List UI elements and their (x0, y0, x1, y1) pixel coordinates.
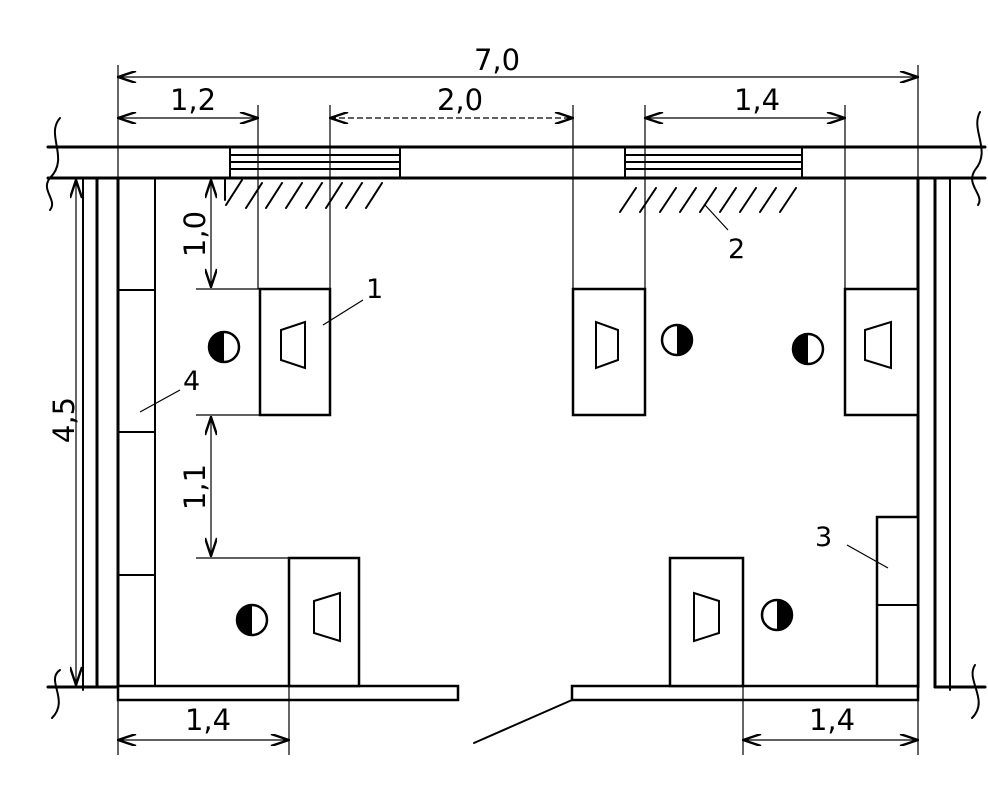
monitor-icon (313, 591, 341, 643)
window-right (623, 145, 804, 180)
dimension-label: 4,5 (47, 397, 81, 443)
monitor-icon (693, 591, 720, 643)
dimension-label: 1,1 (178, 464, 212, 510)
callout-label: 2 (728, 234, 745, 265)
right-wall (916, 176, 987, 719)
wall-cabinet-left (117, 177, 156, 687)
callout-1: 1 (322, 274, 383, 326)
dimension-4-5: 4,5 (47, 180, 81, 685)
monitor-icon (864, 320, 892, 370)
dimension-1-4-bottom-right: 1,4 (743, 686, 918, 755)
dimension-label: 1,4 (809, 703, 855, 737)
dimension-2-0: 2,0 (330, 83, 573, 289)
dimension-label: 1,0 (178, 211, 212, 257)
workstation-1 (207, 287, 332, 417)
hatch-zone-left (224, 179, 383, 209)
dimension-label: 1,2 (170, 83, 216, 117)
dimension-1-2: 1,2 (118, 83, 258, 289)
door-leaf (473, 699, 573, 744)
callout-3: 3 (815, 522, 889, 569)
workstation-4 (235, 556, 361, 688)
hatch-zone-right (619, 187, 797, 213)
workstation-3 (791, 287, 920, 417)
callout-4: 4 (139, 366, 200, 413)
window-left (228, 145, 402, 180)
operator-icon (660, 323, 694, 357)
operator-icon (791, 332, 825, 366)
monitor-icon (595, 320, 619, 370)
workstation-5 (668, 556, 794, 688)
dimension-1-0: 1,0 (178, 180, 260, 290)
top-wall (45, 111, 987, 211)
operator-icon (760, 598, 794, 632)
operator-icon (207, 330, 241, 364)
dimension-label: 1,4 (734, 83, 780, 117)
operator-icon (235, 603, 269, 637)
callout-label: 1 (366, 274, 383, 305)
workstation-2 (571, 287, 694, 417)
dimension-label: 7,0 (474, 43, 520, 77)
dimension-1-4-top: 1,4 (645, 83, 845, 289)
callout-label: 4 (183, 366, 200, 397)
callout-label: 3 (815, 522, 832, 553)
dimension-label: 1,4 (185, 703, 231, 737)
left-wall (46, 176, 120, 719)
monitor-icon (280, 320, 306, 370)
bottom-wall (116, 684, 920, 702)
dimension-1-1: 1,1 (178, 414, 289, 559)
dimension-7-0: 7,0 (118, 43, 918, 178)
dimension-label: 2,0 (437, 83, 483, 117)
dimension-1-4-bottom-left: 1,4 (118, 686, 289, 755)
wall-cabinet-right (875, 515, 920, 688)
callout-2: 2 (704, 204, 745, 265)
